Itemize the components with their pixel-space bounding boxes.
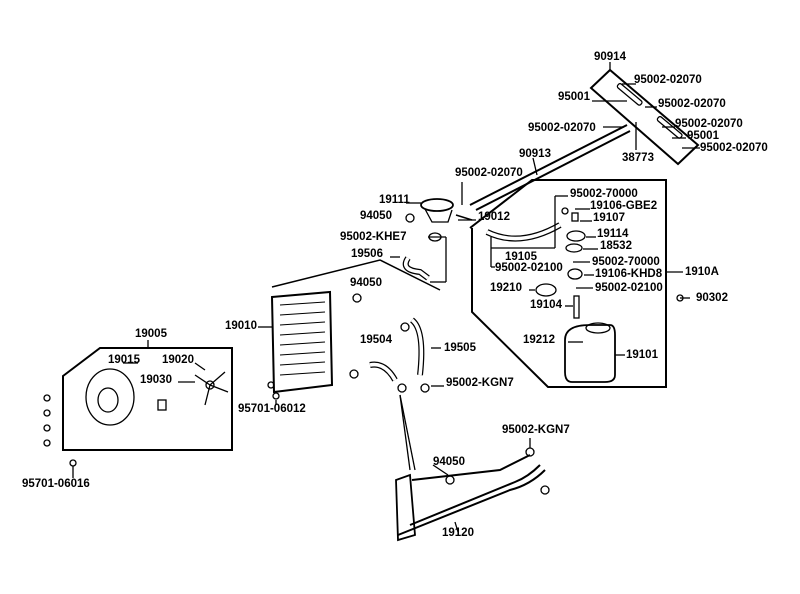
part-callout-label[interactable]: 95002-02070 (675, 118, 743, 130)
part-callout-label[interactable]: 94050 (360, 210, 392, 222)
part-callout-label[interactable]: 95002-KGN7 (502, 424, 570, 436)
part-callout-label[interactable]: 90914 (594, 51, 626, 63)
part-callout-label[interactable]: 19114 (597, 228, 629, 240)
part-callout-label[interactable]: 18532 (600, 240, 632, 252)
part-callout-label[interactable]: 19012 (478, 211, 510, 223)
part-callout-label[interactable]: 95002-02100 (595, 282, 663, 294)
part-callout-label[interactable]: 19101 (626, 349, 658, 361)
part-callout-label[interactable]: 19120 (442, 527, 474, 539)
part-callout-label[interactable]: 19010 (225, 320, 257, 332)
part-callout-label[interactable]: 95002-KGN7 (446, 377, 514, 389)
part-callout-label[interactable]: 19106-GBE2 (590, 200, 658, 212)
part-callout-label[interactable]: 94050 (433, 456, 465, 468)
part-callout-label[interactable]: 95002-02070 (658, 98, 726, 110)
part-callout-label[interactable]: 19030 (140, 374, 172, 386)
part-callout-label[interactable]: 90302 (696, 292, 728, 304)
part-callout-label[interactable]: 19015 (108, 354, 140, 366)
part-callout-label[interactable]: 19005 (135, 328, 167, 340)
part-callout-label[interactable]: 95001 (558, 91, 590, 103)
part-callout-label[interactable]: 19505 (444, 342, 476, 354)
part-callout-label[interactable]: 90913 (519, 148, 551, 160)
part-callout-label[interactable]: 19111 (379, 194, 410, 206)
part-callout-label[interactable]: 95002-KHE7 (340, 231, 407, 243)
part-callout-label[interactable]: 95002-70000 (570, 188, 638, 200)
part-callout-label[interactable]: 95701-06016 (22, 478, 90, 490)
part-callout-label[interactable]: 19504 (360, 334, 392, 346)
part-callout-label[interactable]: 95002-70000 (592, 256, 660, 268)
part-callout-label[interactable]: 94050 (350, 277, 382, 289)
part-callout-label[interactable]: 19210 (490, 282, 522, 294)
part-callout-label[interactable]: 95001 (687, 130, 719, 142)
part-callout-label[interactable]: 19104 (530, 299, 562, 311)
part-callout-label[interactable]: 19107 (593, 212, 625, 224)
part-callout-label[interactable]: 95002-02070 (528, 122, 596, 134)
part-callout-label[interactable]: 19105 (505, 251, 537, 263)
part-callout-label[interactable]: 95002-02070 (634, 74, 702, 86)
part-callout-label[interactable]: 19106-KHD8 (595, 268, 663, 280)
part-callout-label[interactable]: 1910A (685, 266, 719, 278)
part-callout-label[interactable]: 19506 (351, 248, 383, 260)
part-callout-label[interactable]: 95002-02070 (455, 167, 523, 179)
part-callout-label[interactable]: 19212 (523, 334, 555, 346)
frame-90914 (589, 68, 700, 166)
part-callout-label[interactable]: 19020 (162, 354, 194, 366)
part-callout-label[interactable]: 95002-02070 (700, 142, 768, 154)
part-callout-label[interactable]: 95002-02100 (495, 262, 563, 274)
part-callout-label[interactable]: 38773 (622, 152, 654, 164)
part-callout-label[interactable]: 95701-06012 (238, 403, 306, 415)
